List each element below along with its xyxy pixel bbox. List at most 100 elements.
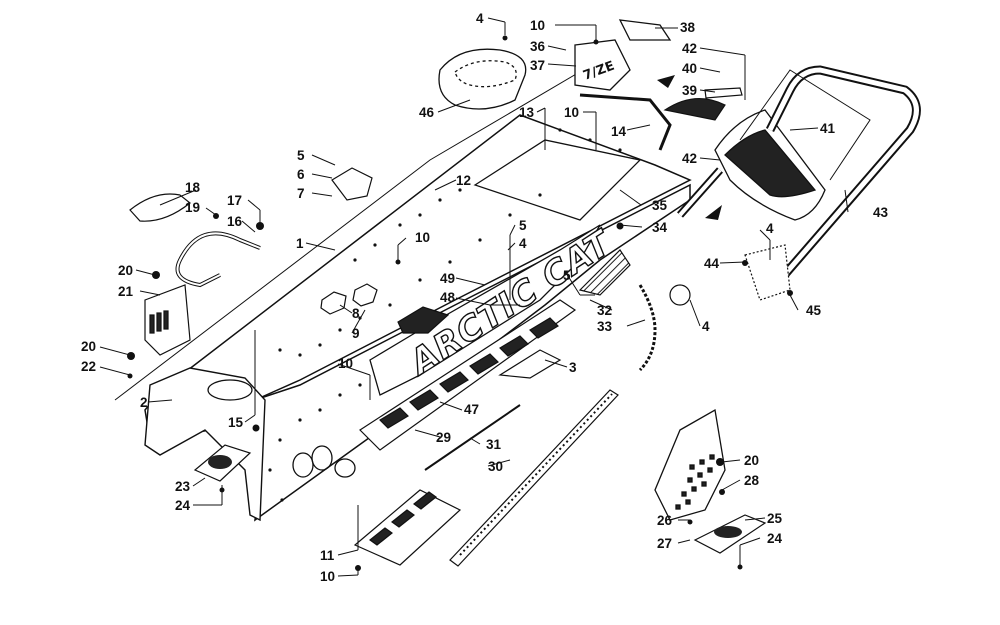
- callout-44: 44: [704, 256, 720, 271]
- callout-28: 28: [744, 473, 760, 488]
- callout-46: 46: [419, 105, 435, 120]
- callout-35: 35: [652, 198, 668, 213]
- callout-18: 18: [185, 180, 201, 195]
- bolt: [395, 259, 401, 265]
- cover-plate-9: [352, 283, 378, 307]
- callout-1: 1: [296, 236, 304, 251]
- hitch-plate: [669, 284, 691, 306]
- callout-labels: 4 10 38 36 37 42 40 39 46 13 10 14 41 42…: [81, 11, 889, 584]
- bracket-48: [397, 306, 450, 334]
- arrow-marker-2: [705, 205, 722, 220]
- callout-25: 25: [767, 511, 783, 526]
- arrow-marker-1: [657, 75, 675, 88]
- callout-3: 3: [569, 360, 577, 375]
- callout-42: 42: [682, 41, 697, 56]
- callout-10: 10: [320, 569, 335, 584]
- callout-2: 2: [140, 395, 148, 410]
- callout-47: 47: [464, 402, 479, 417]
- running-board: [359, 299, 577, 451]
- callout-36: 36: [530, 39, 546, 54]
- running-board-cutouts: [379, 317, 559, 429]
- bumper-cap-18: [129, 193, 191, 222]
- mount-bracket-37: [574, 39, 631, 91]
- bracket-14: [579, 93, 672, 151]
- handle-bar-16-inner: [176, 232, 261, 287]
- reference-box: [739, 69, 871, 181]
- callout-4: 4: [766, 221, 774, 236]
- callout-42: 42: [682, 151, 697, 166]
- bracket-32: [578, 249, 631, 296]
- callout-32: 32: [597, 303, 612, 318]
- callout-24: 24: [175, 498, 191, 513]
- bracket-3: [498, 349, 562, 379]
- tail-housing-41: [714, 109, 826, 221]
- callout-4: 4: [702, 319, 710, 334]
- nut: [716, 458, 724, 466]
- callout-11: 11: [320, 548, 335, 563]
- bulkhead-port-2: [311, 445, 333, 471]
- cover-plates: [320, 283, 378, 315]
- bulkhead-hole: [207, 379, 253, 401]
- step-plate-11: [353, 489, 462, 566]
- callout-17: 17: [227, 193, 242, 208]
- callout-5: 5: [297, 148, 305, 163]
- seat-pad-46: [438, 48, 527, 110]
- callout-14: 14: [611, 124, 627, 139]
- callout-20: 20: [744, 453, 759, 468]
- callout-6: 6: [297, 167, 305, 182]
- callout-12: 12: [456, 173, 471, 188]
- fasteners: [127, 35, 793, 571]
- nut: [152, 271, 160, 279]
- callout-40: 40: [682, 61, 697, 76]
- bracket-44-plate: [744, 244, 791, 301]
- bolt: [355, 565, 361, 571]
- callout-9: 9: [352, 326, 360, 341]
- callout-37: 37: [530, 58, 545, 73]
- callout-10: 10: [338, 356, 353, 371]
- callout-48: 48: [440, 290, 456, 305]
- callout-20: 20: [81, 339, 96, 354]
- callout-22: 22: [81, 359, 96, 374]
- callout-4: 4: [519, 236, 527, 251]
- bolt: [502, 35, 508, 41]
- rear-top-plate: [473, 139, 642, 221]
- callout-5: 5: [563, 268, 571, 283]
- callout-4: 4: [476, 11, 484, 26]
- cap-38: [618, 19, 672, 41]
- foot-pad-25-recess: [714, 526, 742, 538]
- footrest-plate: [654, 408, 726, 521]
- bracket-7: [331, 167, 373, 201]
- callout-10: 10: [415, 230, 430, 245]
- reflector-40: [704, 87, 743, 99]
- foot-pad-23-recess: [208, 455, 232, 469]
- callout-38: 38: [680, 20, 696, 35]
- grab-bar-43: [765, 65, 921, 283]
- long-rail-31: [424, 404, 521, 471]
- callout-31: 31: [486, 437, 502, 452]
- callout-33: 33: [597, 319, 613, 334]
- bolt: [593, 39, 599, 45]
- callout-26: 26: [657, 513, 673, 528]
- bulkhead-port-1: [292, 452, 314, 478]
- bolt: [742, 260, 748, 266]
- callout-39: 39: [682, 83, 697, 98]
- handle-bar-16: [175, 231, 261, 288]
- bolt: [252, 424, 260, 432]
- bracket-21: [144, 284, 191, 356]
- nut: [616, 222, 624, 230]
- bolt: [719, 489, 725, 495]
- bolt: [213, 213, 219, 219]
- callout-24: 24: [767, 531, 783, 546]
- callout-49: 49: [440, 271, 455, 286]
- bolt: [787, 290, 793, 296]
- callout-15: 15: [228, 415, 244, 430]
- rear-rail-30: [449, 389, 619, 567]
- callout-13: 13: [519, 105, 535, 120]
- callout-7: 7: [297, 186, 305, 201]
- bulkhead-port-3: [334, 458, 356, 478]
- nut: [127, 352, 135, 360]
- leader-lines: [99, 17, 849, 577]
- callout-30: 30: [488, 459, 503, 474]
- callout-41: 41: [820, 121, 836, 136]
